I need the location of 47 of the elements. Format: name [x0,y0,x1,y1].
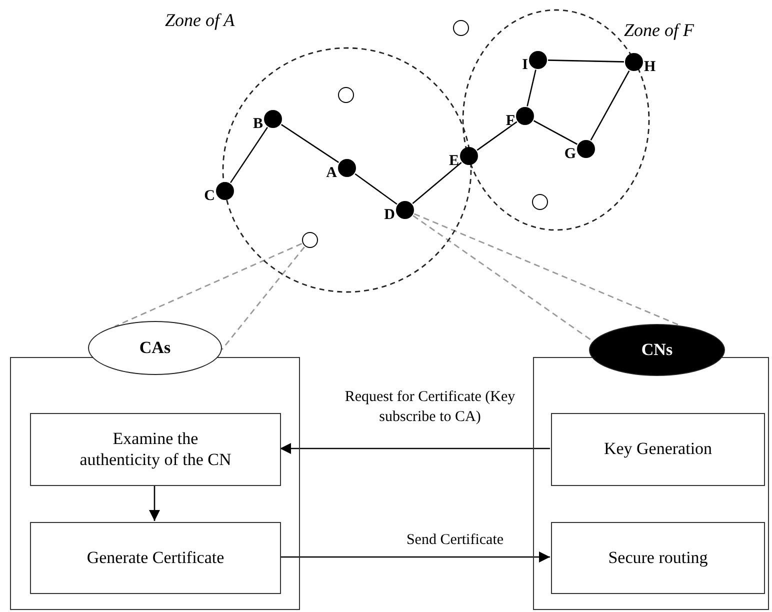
arrow [280,552,550,562]
empty-node [338,87,354,103]
link-line [533,120,578,145]
dashed-line [114,243,302,328]
arrow [280,443,550,454]
node-label: A [326,165,337,181]
zone-label: Zone of F [624,20,694,41]
link-line [590,70,630,141]
group-ellipse: CNs [589,324,725,376]
network-node [529,51,547,69]
process-box: Examine the authenticity of the CN [30,413,281,486]
network-node [338,159,356,177]
link-line [476,121,518,151]
network-node [396,201,414,219]
process-box: Secure routing [551,522,765,594]
arrow [149,485,160,521]
node-label: C [204,188,215,204]
node-label: H [644,59,656,75]
node-label: F [506,113,515,129]
zone-label: Zone of A [165,10,235,31]
dashed-line [414,213,681,326]
node-label: G [564,146,576,162]
group-ellipse: CAs [88,321,222,375]
process-box: Generate Certificate [30,522,281,594]
node-label: B [252,116,263,132]
dashed-line [221,246,305,350]
network-node [216,182,234,200]
dashed-line [412,215,594,342]
group-panel [533,357,769,610]
node-label: I [522,57,528,73]
network-node [460,147,478,165]
link-line [354,173,398,205]
empty-node [453,20,469,36]
process-box: Key Generation [551,413,765,486]
network-node [516,107,534,125]
link-line [230,126,268,184]
node-label: D [384,207,395,223]
network-node [264,110,282,128]
link-line [280,124,340,164]
network-node [577,140,595,158]
empty-node [532,194,548,210]
group-panel [10,357,300,610]
link-line [526,70,536,106]
link-line [548,60,624,62]
empty-node [302,232,318,248]
link-line [412,162,462,204]
node-label: E [448,153,459,169]
